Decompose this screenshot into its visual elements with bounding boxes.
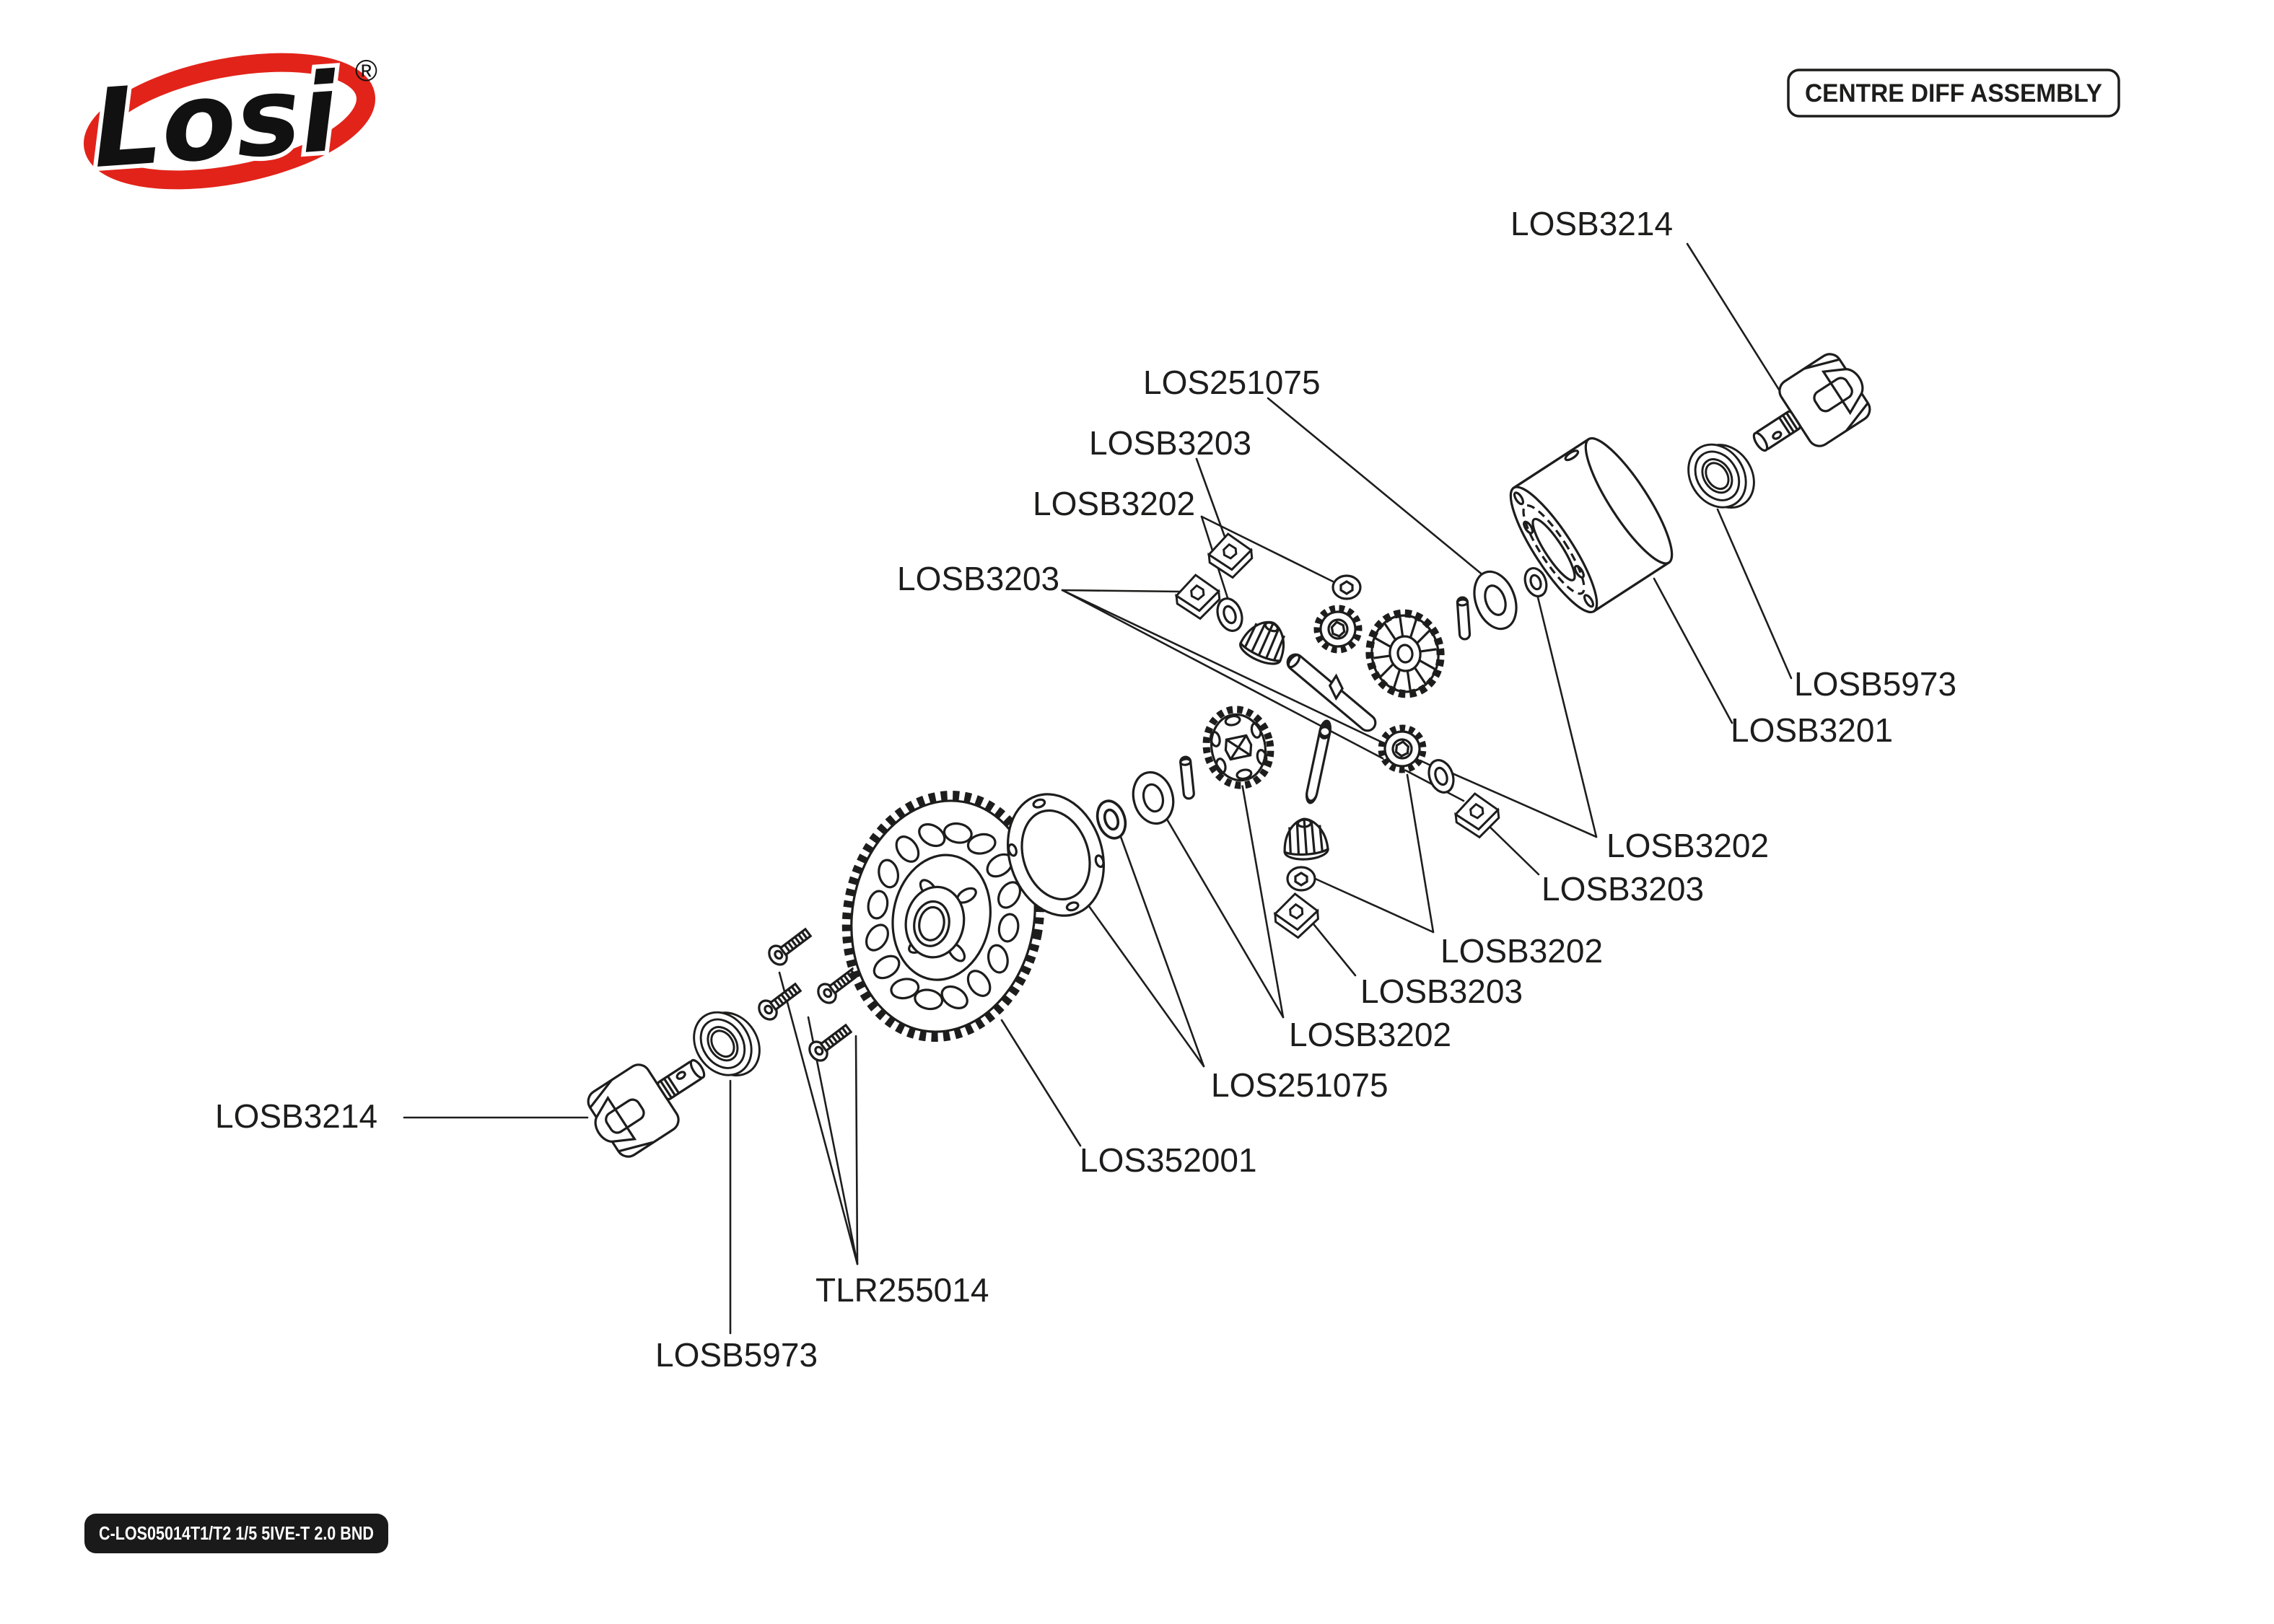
part-large-bevel-gear	[1365, 609, 1446, 699]
losi-logo-swoosh	[83, 53, 376, 190]
footer-badge: C-LOS05014T1/T2 1/5 5IVE-T 2.0 BND	[84, 1514, 388, 1553]
label-losb5973-right: LOSB5973	[1794, 665, 1956, 703]
label-losb3202-mid: LOSB3202	[1440, 932, 1603, 970]
footer-part-code: C-LOS05014T1/T2 1/5 5IVE-T 2.0 BND	[99, 1522, 374, 1544]
parts	[577, 345, 1881, 1166]
label-los251075-bottom: LOS251075	[1211, 1066, 1389, 1104]
label-losb3202-lower: LOSB3202	[1289, 1016, 1451, 1053]
label-losb3202-top: LOSB3202	[1033, 485, 1195, 522]
part-spider-gear-upper	[1313, 605, 1362, 653]
part-labels: LOSB3214 LOS251075 LOSB3203 LOSB3202 LOS…	[215, 205, 1956, 1374]
part-spur-gear	[841, 790, 1045, 1043]
part-pin-left	[1178, 755, 1196, 801]
page-title: CENTRE DIFF ASSEMBLY	[1805, 79, 2102, 107]
losi-logo: Losi ®	[83, 46, 377, 197]
label-tlr255014: TLR255014	[815, 1271, 989, 1309]
part-screw-4	[805, 1019, 856, 1066]
label-los352001: LOS352001	[1080, 1141, 1257, 1179]
part-washer-housing-large	[1473, 570, 1518, 631]
label-losb3214-left: LOSB3214	[215, 1097, 377, 1135]
label-losb3203-right: LOSB3203	[1541, 870, 1704, 908]
label-losb3201: LOSB3201	[1731, 711, 1893, 749]
label-losb3202-right: LOSB3202	[1606, 827, 1769, 864]
part-screw-2	[754, 978, 805, 1024]
part-diff-nut-left	[1173, 571, 1223, 622]
title-box: CENTRE DIFF ASSEMBLY	[1787, 69, 2120, 118]
part-washer-large-left	[1132, 771, 1175, 825]
part-diff-housing	[1509, 436, 1674, 614]
losi-logo-wordmark: Losi	[88, 51, 343, 193]
part-washer-housing-small	[1523, 567, 1548, 597]
part-washer-right-small	[1423, 755, 1459, 797]
label-losb5973-left: LOSB5973	[655, 1336, 818, 1374]
part-spider-gear-lower	[1379, 726, 1425, 772]
part-washer-top-2	[1331, 574, 1362, 600]
part-cross-shaft	[1286, 653, 1377, 732]
part-bevel-pinion-upper	[1236, 613, 1295, 670]
part-diff-carrier-gear	[1202, 706, 1274, 789]
part-gasket	[1006, 793, 1106, 917]
label-losb3203-mid: LOSB3203	[1360, 973, 1523, 1010]
label-los251075-top: LOS251075	[1143, 364, 1321, 401]
label-losb3203-left: LOSB3203	[897, 560, 1059, 597]
part-bevel-pinion-lower	[1281, 816, 1330, 862]
label-losb3203-top: LOSB3203	[1089, 424, 1251, 462]
part-bearing-right	[1676, 429, 1767, 524]
part-outdrive-right	[1735, 345, 1881, 477]
part-washer-lower-hex	[1286, 866, 1316, 892]
footer-badge-frame	[84, 1514, 388, 1553]
title-box-frame	[1787, 69, 2120, 118]
part-pin-right	[1456, 595, 1471, 641]
part-screw-1	[764, 923, 815, 970]
part-diff-nut-bottom	[1272, 891, 1321, 941]
part-pin-center	[1305, 721, 1331, 803]
registered-trademark-icon: ®	[355, 53, 377, 87]
label-losb3214-right: LOSB3214	[1510, 205, 1673, 242]
